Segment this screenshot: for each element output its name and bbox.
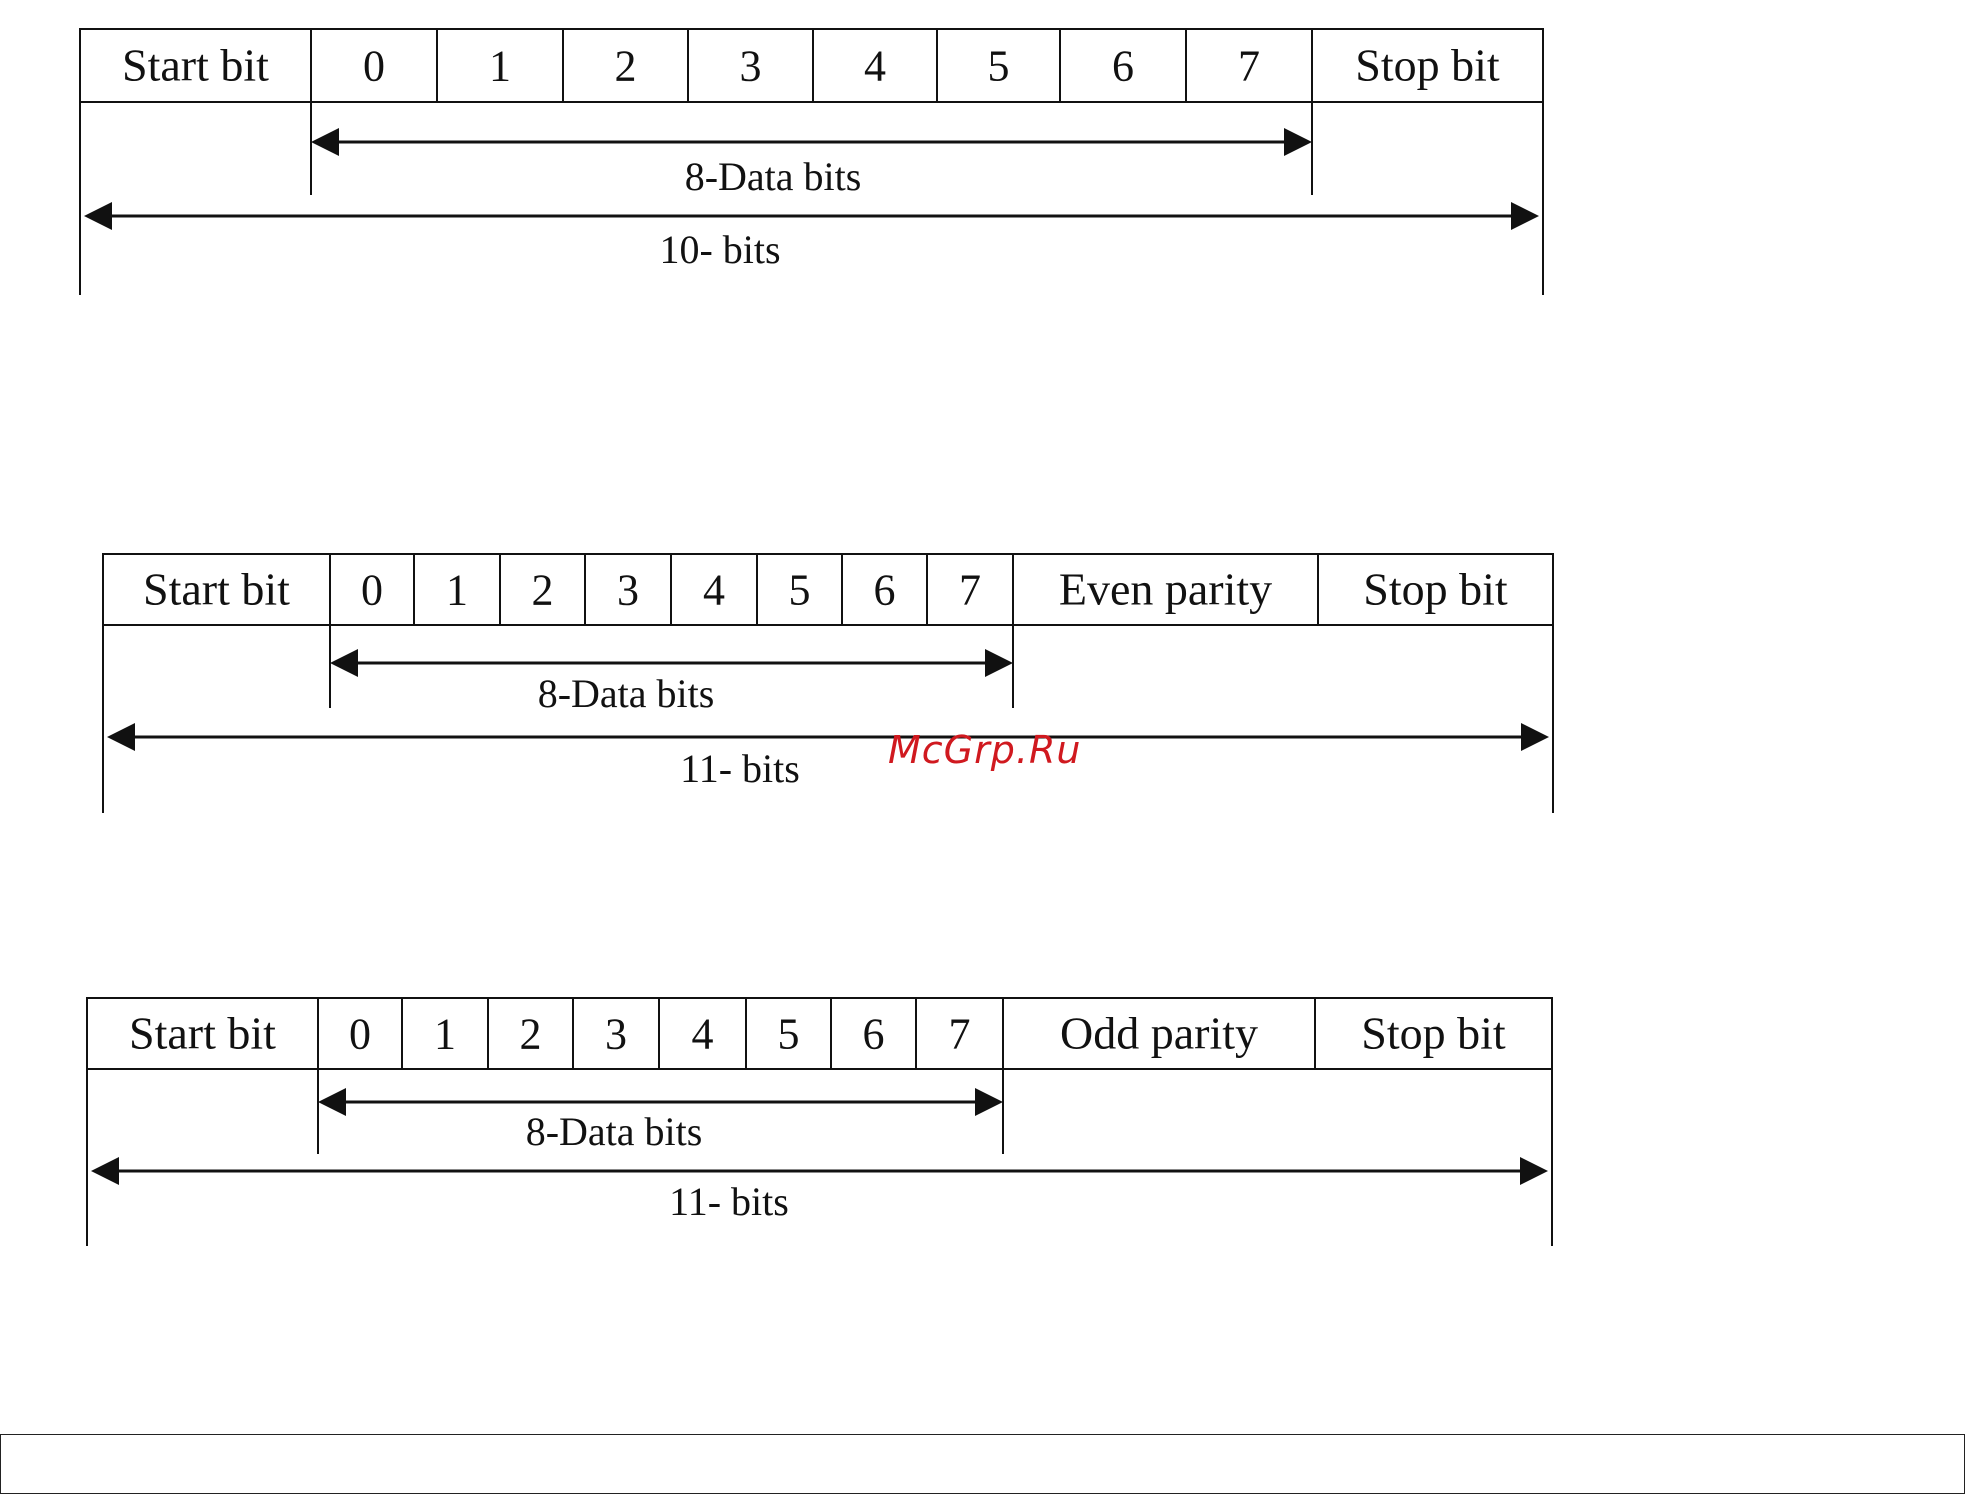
arrow-head-left bbox=[318, 1088, 346, 1116]
data-bit-7: 7 bbox=[949, 1010, 971, 1059]
data-bit-6: 6 bbox=[863, 1010, 885, 1059]
field-stop-bit: Stop bit bbox=[1363, 564, 1508, 615]
data-bit-7: 7 bbox=[1238, 42, 1260, 91]
data-bit-4: 4 bbox=[692, 1010, 714, 1059]
field-stop-bit: Stop bit bbox=[1355, 40, 1500, 91]
arrow-head-left bbox=[107, 723, 135, 751]
field-stop-bit: Stop bit bbox=[1361, 1008, 1506, 1059]
footer-bar bbox=[0, 1434, 1965, 1494]
arrow-head-right bbox=[1284, 128, 1312, 156]
data-bit-2: 2 bbox=[532, 566, 554, 615]
data-bits-label: 8-Data bits bbox=[526, 1109, 703, 1154]
data-bit-1: 1 bbox=[489, 42, 511, 91]
data-bit-5: 5 bbox=[789, 566, 811, 615]
field-start-bit: Start bit bbox=[122, 40, 269, 91]
data-bit-4: 4 bbox=[864, 42, 886, 91]
data-bit-5: 5 bbox=[778, 1010, 800, 1059]
frame-header-box bbox=[103, 554, 1553, 625]
watermark: McGrp.Ru bbox=[888, 728, 1081, 772]
data-bit-1: 1 bbox=[446, 566, 468, 615]
data-bit-7: 7 bbox=[959, 566, 981, 615]
total-bits-label: 11- bits bbox=[669, 1179, 789, 1224]
frame-1: Start bit 0 1 2 3 4 5 6 7 Stop bit 8-Data bits 10- … bbox=[80, 29, 1543, 295]
arrow-head-right bbox=[975, 1088, 1003, 1116]
data-bit-0: 0 bbox=[349, 1010, 371, 1059]
total-bits-label: 10- bits bbox=[659, 227, 780, 272]
arrow-head-left bbox=[330, 649, 358, 677]
data-bit-0: 0 bbox=[361, 566, 383, 615]
data-bit-6: 6 bbox=[874, 566, 896, 615]
arrow-head-right bbox=[985, 649, 1013, 677]
field-odd-parity: Odd parity bbox=[1060, 1008, 1258, 1059]
data-bits-label: 8-Data bits bbox=[538, 671, 715, 716]
total-bits-arrow bbox=[91, 1157, 1548, 1185]
arrow-head-left bbox=[84, 202, 112, 230]
arrow-head-right bbox=[1511, 202, 1539, 230]
data-bit-3: 3 bbox=[740, 42, 762, 91]
total-bits-label: 11- bits bbox=[680, 746, 800, 791]
total-bits-arrow bbox=[107, 723, 1549, 751]
frame-3: Start bit 0 1 2 3 4 5 6 7 Odd parity Stop bit 8-Dat… bbox=[87, 998, 1552, 1246]
frame-2: Start bit 0 1 2 3 4 5 6 7 Even parity Stop bit 8-Da… bbox=[103, 554, 1553, 813]
data-bit-1: 1 bbox=[434, 1010, 456, 1059]
data-bits-label: 8-Data bits bbox=[685, 154, 862, 199]
arrow-head-left bbox=[311, 128, 339, 156]
field-start-bit: Start bit bbox=[143, 564, 290, 615]
total-bits-arrow bbox=[84, 202, 1539, 230]
frame-header-box bbox=[87, 998, 1552, 1069]
arrow-head-right bbox=[1521, 723, 1549, 751]
field-start-bit: Start bit bbox=[129, 1008, 276, 1059]
data-bit-4: 4 bbox=[703, 566, 725, 615]
data-bit-3: 3 bbox=[605, 1010, 627, 1059]
frame-header-box bbox=[80, 29, 1543, 102]
data-bit-6: 6 bbox=[1112, 42, 1134, 91]
data-bit-2: 2 bbox=[615, 42, 637, 91]
data-bit-5: 5 bbox=[988, 42, 1010, 91]
arrow-head-left bbox=[91, 1157, 119, 1185]
data-bits-arrow bbox=[311, 128, 1312, 156]
arrow-head-right bbox=[1520, 1157, 1548, 1185]
data-bit-3: 3 bbox=[617, 566, 639, 615]
field-even-parity: Even parity bbox=[1059, 564, 1272, 615]
data-bit-0: 0 bbox=[363, 42, 385, 91]
data-bit-2: 2 bbox=[520, 1010, 542, 1059]
